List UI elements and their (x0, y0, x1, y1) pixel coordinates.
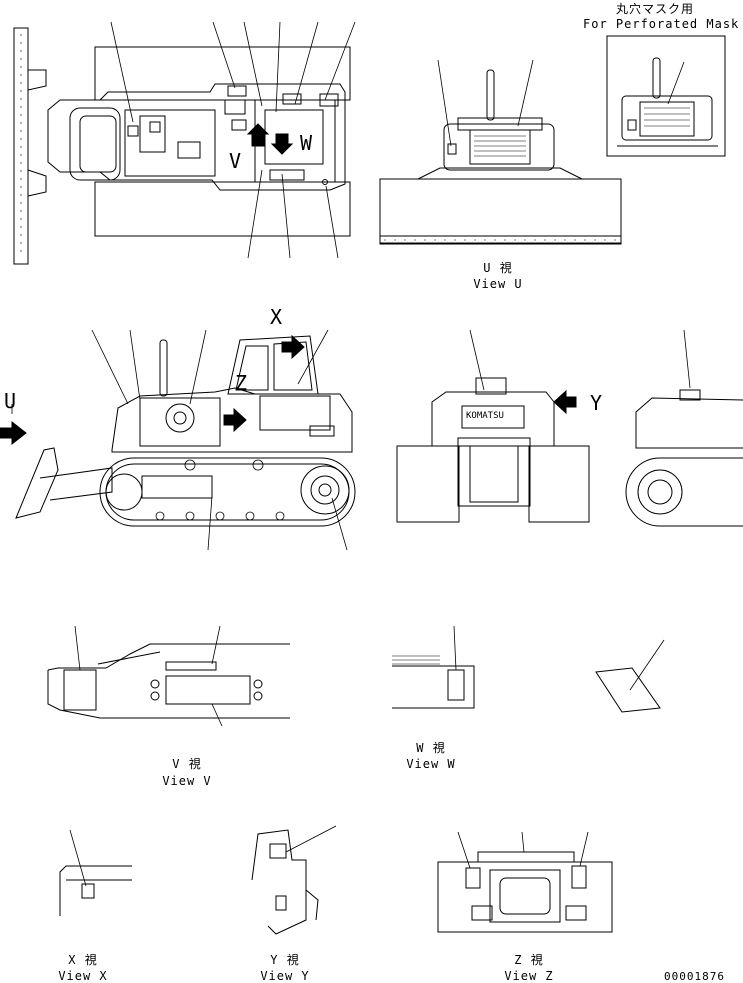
view-y-title-en: View Y (260, 969, 310, 983)
callout-x-side: X (270, 305, 283, 329)
view-z-title-en: View Z (504, 969, 554, 983)
view-z-detail (437, 831, 613, 933)
track (99, 457, 356, 527)
view-v-title-en: View V (162, 774, 212, 788)
side-view (0, 329, 356, 551)
upper-track-box (94, 46, 351, 101)
callout-w-top: W (300, 131, 313, 155)
view-u-front (379, 59, 622, 245)
lower-track-box (94, 181, 351, 237)
view-u-title-jp: U 視 (483, 261, 513, 275)
view-x-detail (59, 829, 132, 916)
view-v-title-jp: V 視 (172, 757, 202, 771)
blade-top (13, 27, 29, 265)
view-u-title-en: View U (473, 277, 523, 291)
perforated-mask-view (606, 35, 726, 157)
view-v-detail (47, 625, 290, 727)
view-w-detail (392, 625, 475, 709)
decal-flat (595, 639, 665, 713)
brand-plate-text: KOMATSU (466, 411, 504, 421)
view-w-title-en: View W (406, 757, 456, 771)
perforated-mask-title-jp: 丸穴マスク用 (616, 2, 695, 16)
perforated-mask-title-en: For Perforated Mask (583, 17, 740, 31)
partial-side-view (625, 329, 743, 527)
view-y-title-jp: Y 視 (270, 953, 300, 967)
callout-u-side: U (4, 389, 17, 413)
callout-v-top: V (229, 149, 242, 173)
top-plan-view (13, 21, 356, 265)
callout-y-rear: Y (590, 391, 603, 415)
rear-view (396, 329, 590, 523)
callout-z-side: Z (235, 371, 248, 395)
drawing-number: 00001876 (664, 970, 725, 983)
view-w-title-jp: W 視 (416, 741, 446, 755)
view-y-detail (251, 825, 337, 935)
view-x-title-jp: X 視 (68, 953, 98, 967)
view-x-title-en: View X (58, 969, 108, 983)
view-z-title-jp: Z 視 (514, 953, 544, 967)
